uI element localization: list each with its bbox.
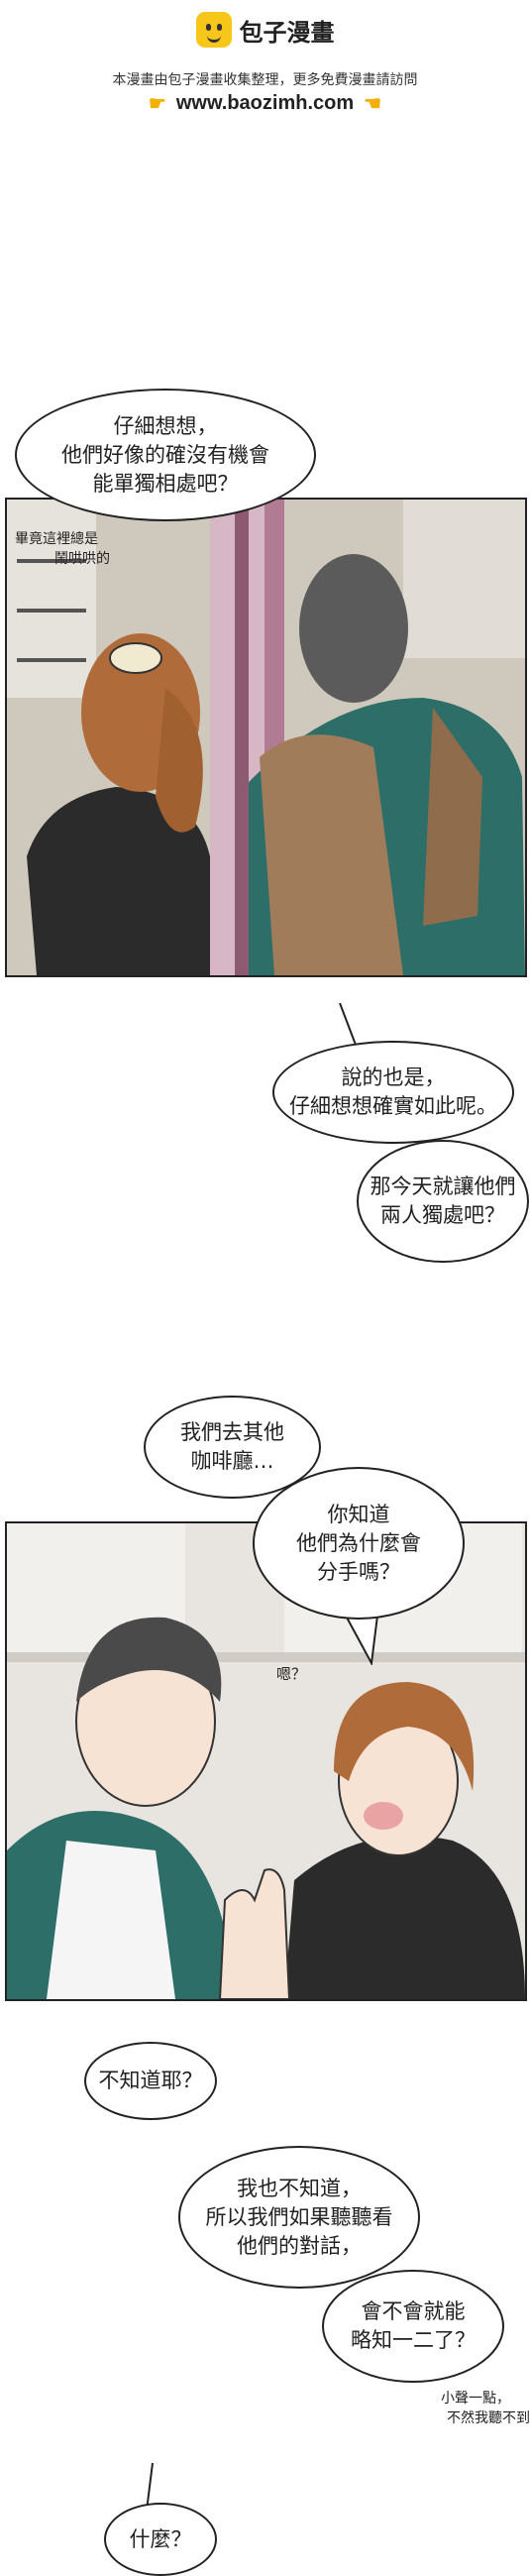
site-url-row[interactable]: ☛ www.baozimh.com ☚ [0,91,530,116]
speech-bubble-2: 說的也是， 仔細想想確實如此呢。 [272,1041,514,1144]
whisper-text: 小聲一點， 不然我聽不到 [367,2389,530,2428]
speech-bubble-7: 我也不知道， 所以我們如果聽聽看 他們的對話， [178,2146,420,2289]
bubble-text: 他們好像的確沒有機會 [61,442,269,467]
site-url[interactable]: www.baozimh.com [175,92,355,114]
speech-bubble-6: 不知道耶？ [84,2042,217,2120]
bubble-text: 會不會就能 [361,2299,466,2323]
site-name: 包子漫畫 [239,18,335,47]
bubble-text: 說的也是， [341,1065,446,1089]
speech-bubble-1: 仔細想想， 他們好像的確沒有機會 能單獨相處吧？ [15,389,316,521]
whisper-line: 不然我聽不到 [447,2410,530,2426]
pointing-hand-left-icon: ☚ [364,93,382,115]
handwritten-note: 畢竟這裡總是 鬧哄哄的 [15,529,154,569]
bubble-text: 不知道耶？ [98,2069,203,2092]
pointing-hand-right-icon: ☛ [148,93,166,115]
bubble-text: 咖啡廳… [190,1449,274,1473]
note-line: 畢竟這裡總是 [15,531,98,547]
speech-bubble-4: 我們去其他 咖啡廳… [144,1396,321,1499]
panel-2-art [7,1523,525,1999]
panel-1-art [7,500,525,975]
sfx-hmm: 嗯？ [276,1665,307,1683]
bubble-text: 仔細想想， [113,413,218,438]
bubble-text: 略知一二了？ [351,2328,476,2352]
bubble-text: 他們為什麼會 [296,1530,421,1555]
speech-bubble-9: 什麼？ [104,2503,217,2576]
bubble-text: 那今天就讓他們 [370,1175,516,1198]
bubble-text: 所以我們如果聽聽看 [205,2204,393,2229]
speech-bubble-8: 會不會就能 略知一二了？ [322,2270,504,2383]
comic-panel-2: 嗯？ [5,1521,527,2001]
bubble-text: 分手嗎？ [317,1559,400,1584]
bubble-text: 什麼？ [129,2526,192,2551]
site-subtitle: 本漫畫由包子漫畫收集整理，更多免費漫畫請訪問 [112,72,418,88]
bubble-tail [345,1616,378,1665]
bubble-text: 仔細想想確實如此呢。 [289,1094,497,1118]
bun-logo-icon [195,12,232,48]
bubble-text: 你知道 [327,1502,390,1526]
site-header: 包子漫畫 本漫畫由包子漫畫收集整理，更多免費漫畫請訪問 ☛ www.baozim… [0,0,530,124]
note-line: 鬧哄哄的 [54,551,110,567]
site-logo[interactable]: 包子漫畫 [0,12,530,48]
bubble-text: 他們的對話， [237,2233,362,2258]
comic-panel-1: 畢竟這裡總是 鬧哄哄的 [5,498,527,977]
bubble-text: 兩人獨處吧？ [380,1203,505,1227]
bubble-text: 我也不知道， [237,2176,362,2200]
speech-bubble-5: 你知道 他們為什麼會 分手嗎？ [253,1467,465,1620]
whisper-line: 小聲一點， [441,2391,510,2407]
bubble-text: 能單獨相處吧？ [92,471,239,496]
speech-bubble-3: 那今天就讓他們 兩人獨處吧？ [357,1140,529,1263]
bubble-text: 我們去其他 [180,1420,284,1444]
